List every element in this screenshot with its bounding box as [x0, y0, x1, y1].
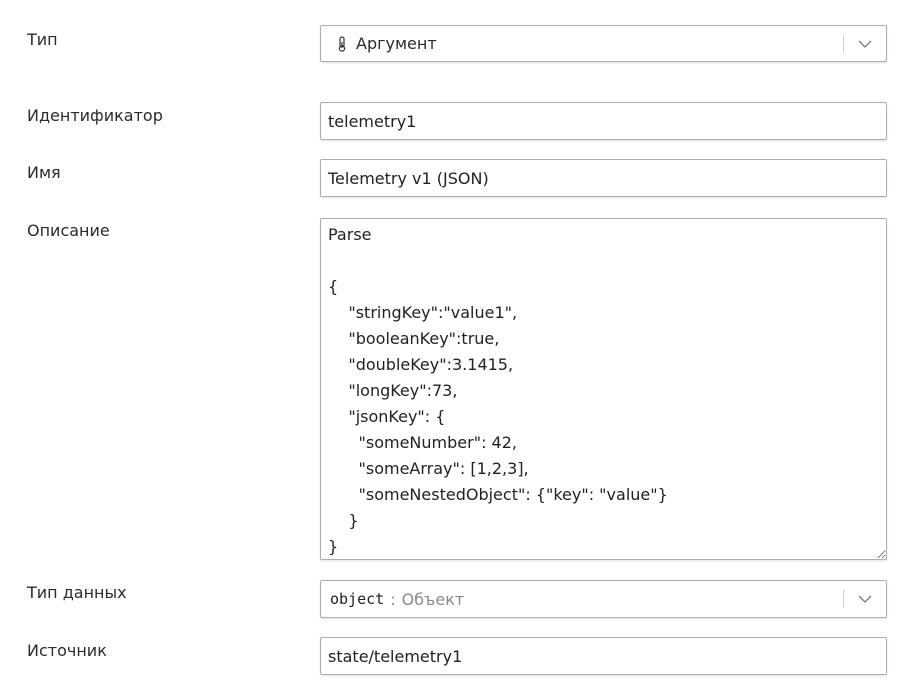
data-type-separator: : [390, 589, 396, 609]
source-label: Источник [27, 641, 107, 660]
select-separator [843, 34, 844, 53]
chevron-down-icon[interactable] [844, 26, 886, 61]
thermometer-icon [336, 35, 348, 52]
identifier-input[interactable]: telemetry1 [320, 102, 887, 140]
description-textarea[interactable]: Parse { "stringKey":"value1", "booleanKe… [320, 218, 887, 560]
name-label: Имя [27, 163, 61, 182]
type-select-value: Аргумент [356, 34, 437, 53]
data-type-label: Тип данных [27, 583, 127, 602]
type-label: Тип [27, 30, 58, 49]
source-value: state/telemetry1 [328, 646, 463, 666]
data-type-code: object [330, 590, 385, 608]
name-input[interactable]: Telemetry v1 (JSON) [320, 159, 887, 197]
data-type-description: Объект [401, 589, 465, 609]
identifier-label: Идентификатор [27, 106, 163, 125]
select-separator [843, 590, 844, 608]
source-input[interactable]: state/telemetry1 [320, 637, 887, 675]
chevron-down-icon[interactable] [844, 581, 886, 617]
data-type-select[interactable]: object : Объект [320, 580, 887, 618]
identifier-value: telemetry1 [328, 111, 417, 131]
description-label: Описание [27, 221, 110, 240]
name-value: Telemetry v1 (JSON) [328, 168, 489, 188]
type-select[interactable]: Аргумент [320, 25, 887, 62]
